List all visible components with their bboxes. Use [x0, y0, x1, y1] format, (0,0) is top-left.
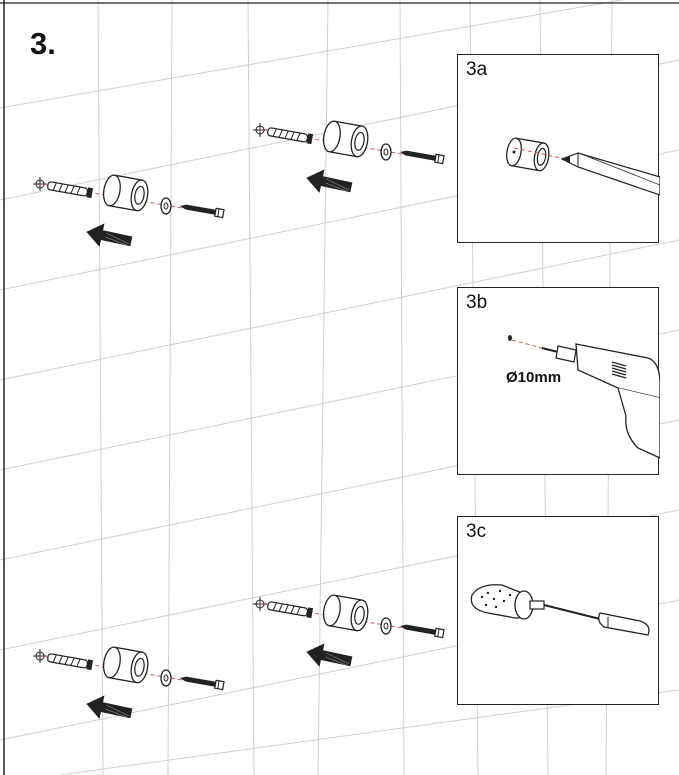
step-number: 3. — [30, 26, 56, 61]
insert-wall-plug-illustration — [470, 584, 650, 636]
drill-icon — [541, 343, 660, 459]
mark-drill-point-illustration — [506, 137, 660, 196]
drill-hole-illustration — [508, 335, 660, 459]
panel-label-3a: 3a — [466, 59, 488, 80]
assembly-bottom-left — [32, 645, 225, 726]
hammer-icon — [470, 584, 650, 636]
panel-3c: 3c — [457, 516, 659, 705]
assembly-top-middle — [252, 119, 445, 200]
panel-label-3b: 3b — [466, 292, 488, 313]
assembly-top-left — [32, 173, 225, 254]
assembly-bottom-middle — [252, 593, 445, 674]
panel-3a: 3a — [457, 54, 660, 243]
panel-label-3c: 3c — [466, 521, 487, 542]
panel-3b: 3b Ø10mm — [457, 287, 660, 475]
pencil-icon — [560, 152, 660, 196]
drill-diameter-label: Ø10mm — [506, 369, 562, 386]
